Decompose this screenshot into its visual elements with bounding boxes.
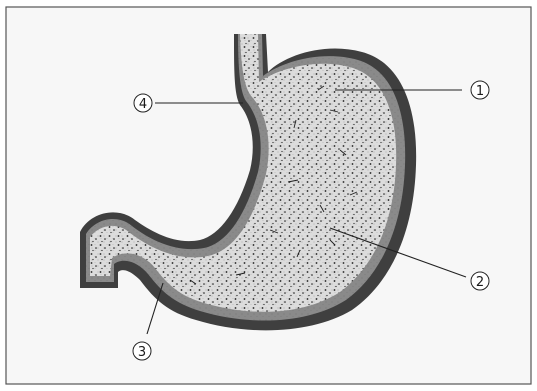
- label-group-2: 2: [471, 272, 489, 290]
- label-number-4: 4: [139, 97, 147, 112]
- label-number-1: 1: [476, 84, 484, 99]
- label-group-4: 4: [134, 94, 152, 112]
- label-group-3: 3: [133, 342, 151, 360]
- label-group-1: 1: [471, 81, 489, 99]
- label-number-2: 2: [476, 275, 484, 290]
- label-number-3: 3: [138, 345, 146, 360]
